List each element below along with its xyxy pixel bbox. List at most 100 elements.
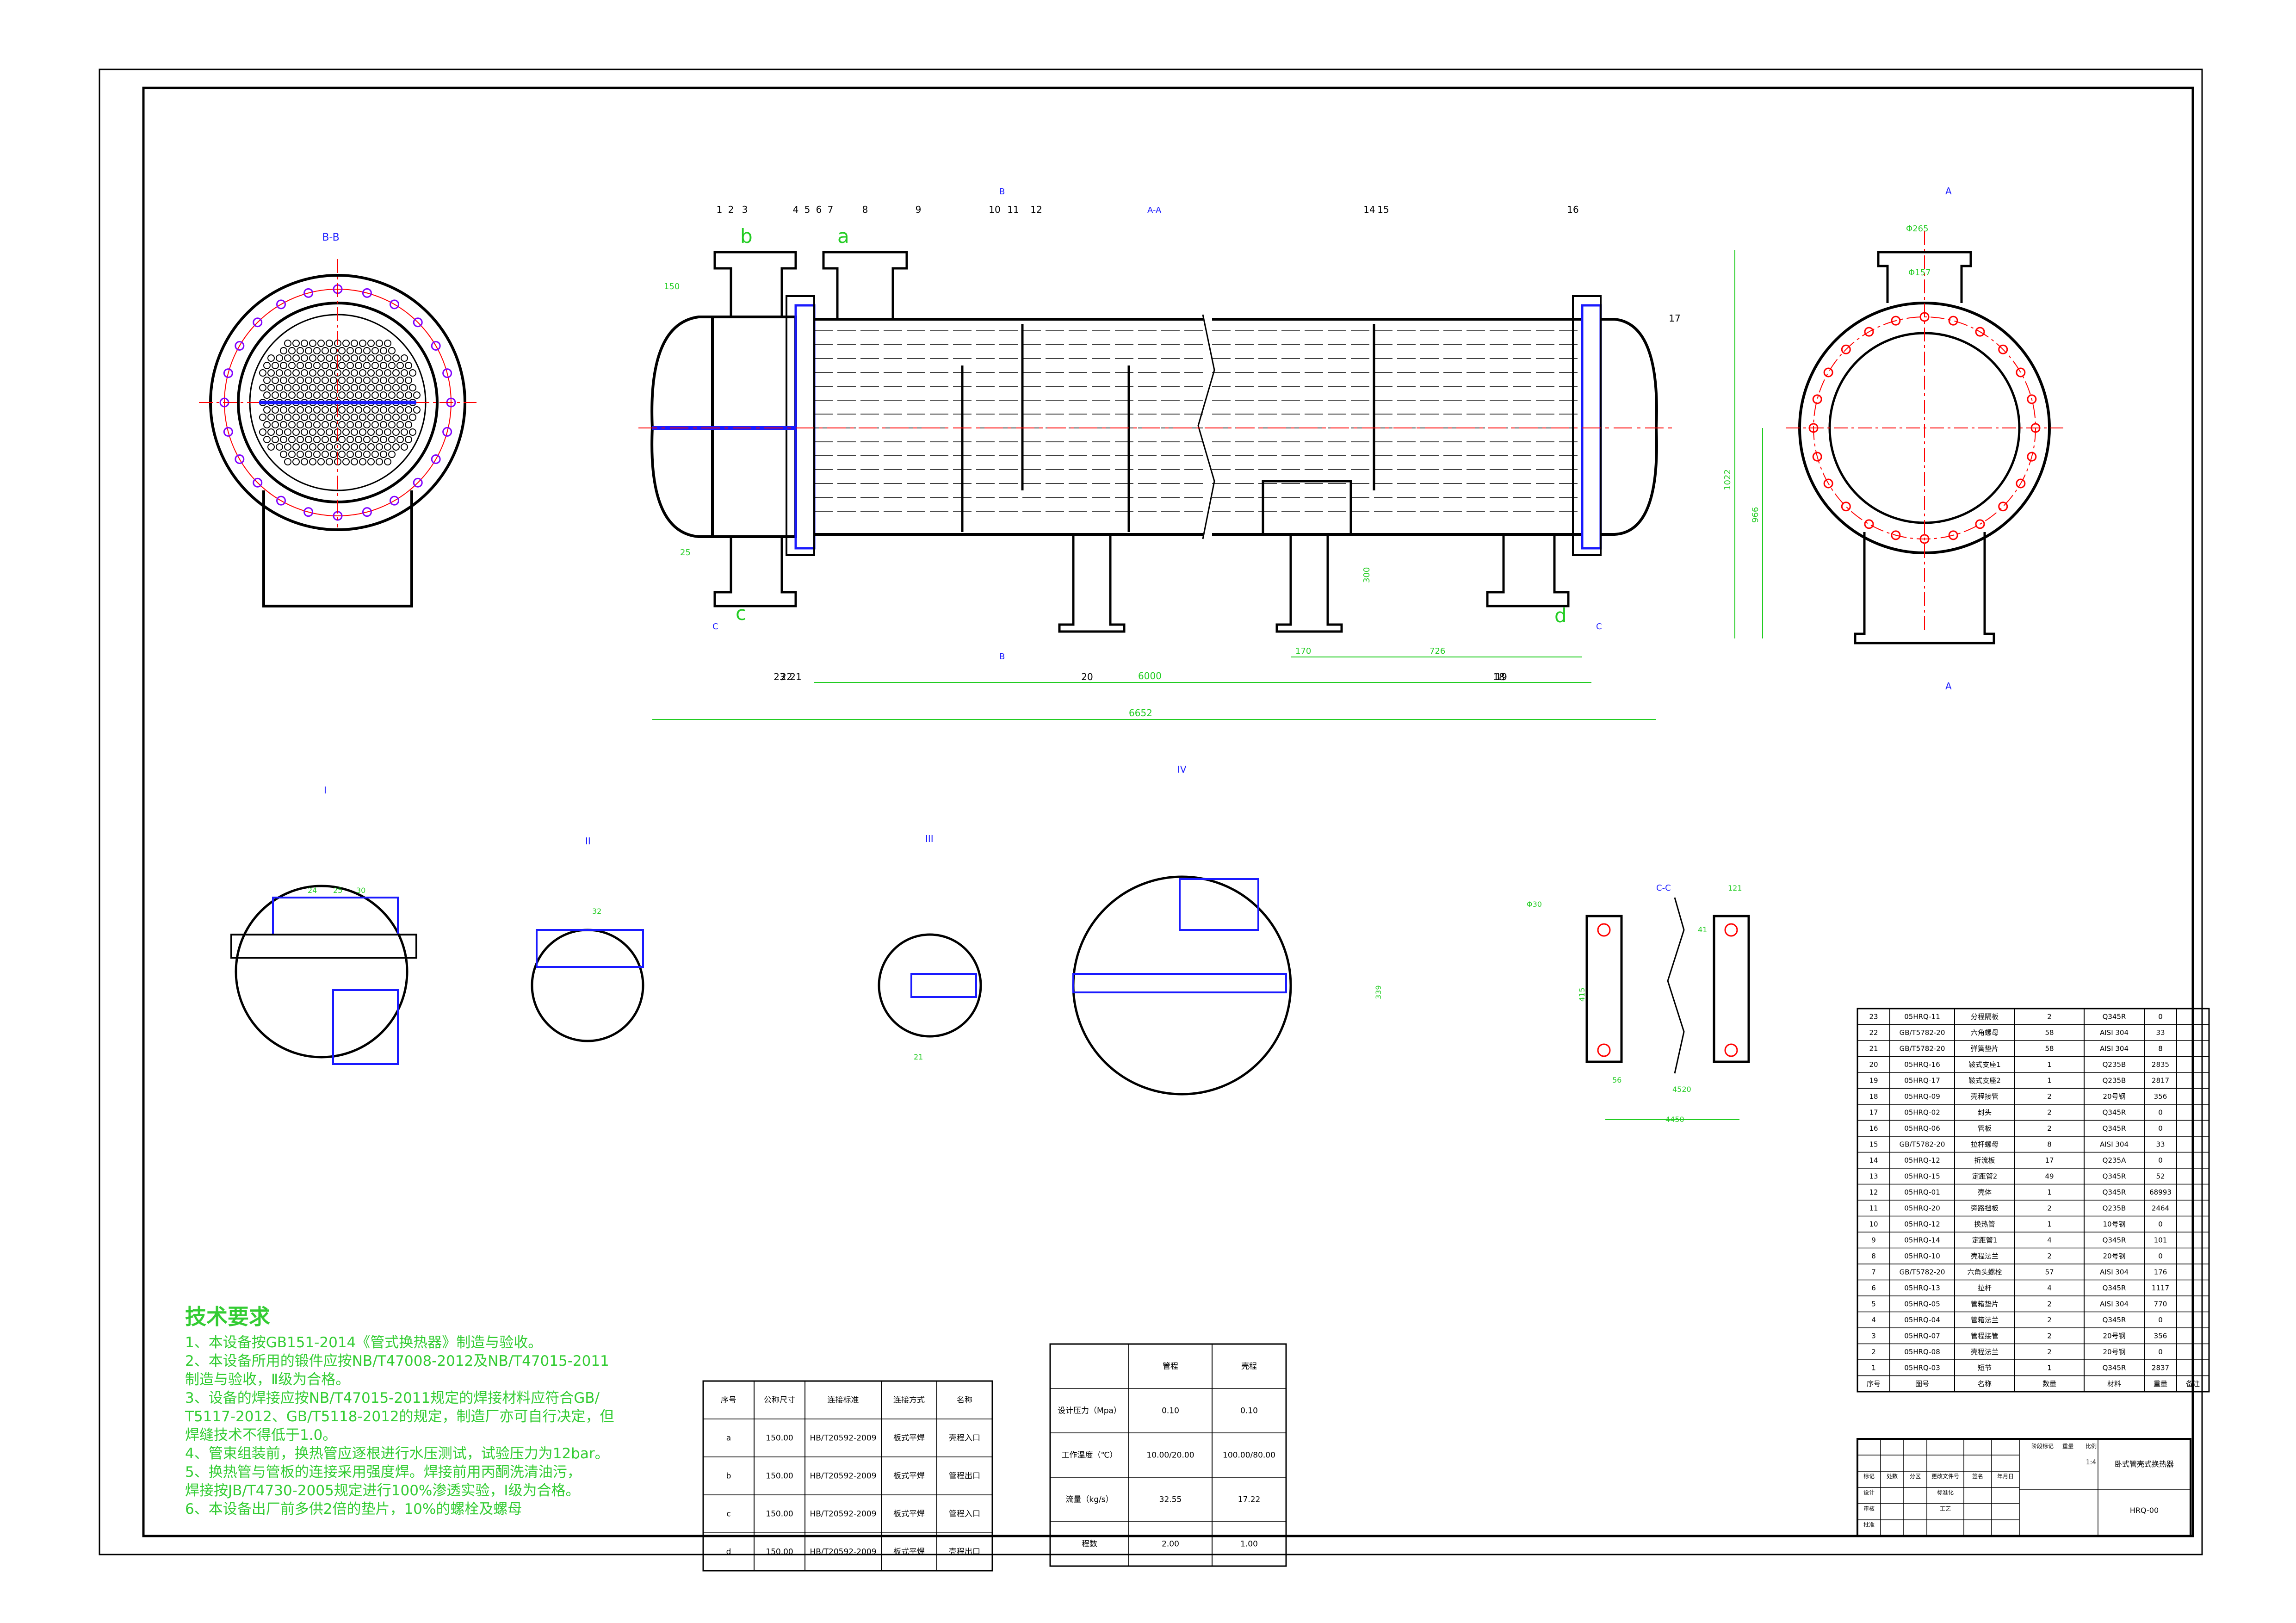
tube-hole	[363, 391, 371, 399]
left-flange	[786, 295, 815, 556]
bolt-hole	[1841, 502, 1851, 512]
inner-frame	[142, 87, 2194, 1537]
bolt-hole	[303, 507, 314, 517]
table-cell: HB/T20592-2009	[810, 1548, 876, 1557]
table-cell: Q345R	[2103, 1316, 2126, 1324]
tube-hole	[292, 458, 300, 465]
tube-hole	[392, 414, 400, 421]
requirement-line: 焊接按JB/T4730-2005规定进行100%渗透实验，Ⅰ级为合格。	[185, 1482, 580, 1499]
title-label: 工艺	[1940, 1505, 1951, 1512]
outer-frame	[99, 68, 2203, 1555]
table-cell: 52	[2156, 1172, 2165, 1180]
view-bb-label: B-B	[322, 232, 339, 243]
table-cell: 23	[1869, 1012, 1878, 1021]
tube-hole	[359, 354, 366, 362]
view-a-label-top: A	[1945, 186, 1952, 197]
table-cell: AISI 304	[2100, 1028, 2129, 1037]
table-cell: Q345R	[2103, 1108, 2126, 1116]
tube-hole	[396, 436, 404, 443]
table-cell: 2	[2047, 1348, 2052, 1356]
bolt-hole	[253, 477, 263, 488]
detail-views: I 24 25 30 II 32 III 21 IV	[230, 764, 1292, 1096]
tube-hole	[359, 340, 366, 347]
balloon-label: 15	[1377, 204, 1389, 215]
tube-hole	[355, 377, 362, 384]
table-cell: 0	[2158, 1012, 2163, 1021]
nozzle-c	[713, 537, 797, 607]
table-cell: 17	[2045, 1156, 2054, 1165]
bolt-hole	[1864, 327, 1874, 337]
requirement-line: 6、本设备出厂前多供2倍的垫片，10%的螺栓及螺母	[185, 1501, 522, 1518]
table-cell: Q345R	[2103, 1012, 2126, 1021]
bolt-hole	[1975, 327, 1985, 337]
tube-hole	[305, 362, 312, 369]
bolt-hole	[1823, 478, 1833, 489]
tube-hole	[351, 369, 358, 377]
table-cell: 6	[1871, 1284, 1876, 1292]
tube-hole	[376, 414, 383, 421]
balloon-label: 6	[816, 204, 822, 215]
table-cell: 17.22	[1238, 1495, 1261, 1505]
tube-hole	[301, 369, 308, 377]
section-mark-c1: C	[712, 622, 718, 632]
tube-hole	[388, 436, 396, 443]
tube-hole	[380, 377, 387, 384]
tube-hole	[292, 354, 300, 362]
detail3-label: III	[925, 833, 934, 844]
tube-hole	[396, 391, 404, 399]
table-cell: 1	[2047, 1363, 2052, 1372]
tube-hole	[305, 377, 312, 384]
balloon-label: 23	[774, 671, 785, 682]
tube-hole	[313, 377, 321, 384]
view-a-label-bottom: A	[1945, 681, 1952, 692]
table-cell: 05HRQ-17	[1904, 1076, 1940, 1084]
nozzle-d-label: d	[1554, 604, 1567, 627]
tube-hole	[380, 436, 387, 443]
table-cell: 壳程	[1241, 1362, 1257, 1371]
requirement-line: 2、本设备所用的锻件应按NB/T47008-2012及NB/T47015-201…	[185, 1353, 609, 1369]
title-label: 更改文件号	[1931, 1473, 1959, 1480]
tube-hole	[317, 414, 325, 421]
table-cell: 序号	[1867, 1380, 1881, 1388]
tube-hole	[284, 384, 291, 391]
tube-hole	[322, 362, 329, 369]
dim-170: 170	[1295, 646, 1311, 656]
detail1-bolt	[230, 934, 417, 959]
tube-hole	[384, 443, 391, 451]
tube-hole	[367, 354, 375, 362]
tube-hole	[313, 451, 321, 458]
view-a: A A Φ265 Φ157 1022 966	[1723, 186, 2063, 692]
balloon-label: 12	[1030, 204, 1042, 215]
bolt-hole	[1891, 530, 1901, 540]
table-cell: 1.00	[1240, 1540, 1258, 1549]
tube-hole	[338, 436, 346, 443]
tube-hole	[371, 406, 379, 414]
tube-hole	[384, 384, 391, 391]
nozzle-b-label: b	[740, 225, 753, 248]
table-cell: 2837	[2152, 1363, 2169, 1372]
tube-hole	[347, 391, 354, 399]
table-cell: 101	[2154, 1236, 2167, 1244]
table-cell: 名称	[957, 1396, 972, 1405]
tube-hole	[259, 369, 266, 377]
tube-hole	[392, 354, 400, 362]
table-cell: d	[726, 1548, 731, 1557]
detail1-dim-25: 25	[333, 886, 342, 895]
table-cell: c	[726, 1510, 730, 1519]
table-cell: 板式平焊	[893, 1472, 925, 1481]
table-cell: 17	[1869, 1108, 1878, 1116]
tube-hole	[309, 354, 316, 362]
view-main: 6000 6652 726 170 150 25 300 a b c d A-A…	[638, 187, 1681, 720]
table-cell: 05HRQ-11	[1904, 1012, 1940, 1021]
tube-hole	[309, 458, 316, 465]
table-cell: GB/T5782-20	[1900, 1268, 1945, 1276]
title-label: 比例	[2086, 1443, 2097, 1450]
tube-hole	[413, 406, 421, 414]
bolt-hole	[413, 317, 423, 328]
detail2-dim-32: 32	[592, 907, 601, 916]
requirement-line: 3、设备的焊接应按NB/T47015-2011规定的焊接材料应符合GB/	[185, 1390, 600, 1406]
table-cell: 0	[2158, 1348, 2163, 1356]
tube-hole	[367, 384, 375, 391]
table-cell: 176	[2154, 1268, 2167, 1276]
